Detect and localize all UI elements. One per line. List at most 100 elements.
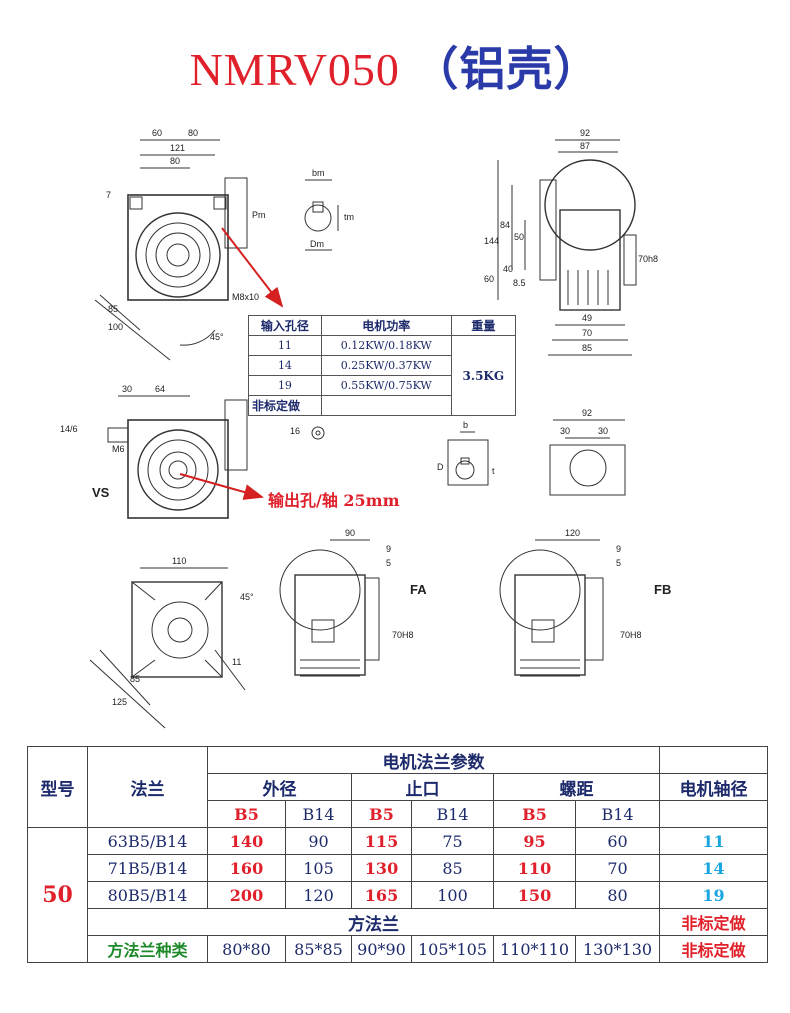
spec-row: 11 0.12KW/0.18KW 3.5KG: [248, 335, 517, 416]
square-flange-row: 方法兰 非标定做: [28, 908, 769, 936]
svg-text:60: 60: [152, 128, 162, 138]
svg-text:120: 120: [565, 528, 580, 538]
svg-text:100: 100: [108, 322, 123, 332]
spec-row: 19 0.55KW/0.75KW: [248, 375, 516, 396]
flange-header-row-2: 外径 止口 螺距 电机轴径: [28, 773, 769, 801]
shaft-cell: 11: [659, 827, 769, 855]
svg-text:110: 110: [172, 556, 186, 566]
flange-row: 80B5/B14 200 120 165 100 150 80 19: [28, 881, 769, 909]
flange-view: [89, 567, 246, 729]
svg-text:11: 11: [232, 657, 241, 667]
header-b14: B14: [285, 800, 352, 828]
svg-text:9: 9: [616, 544, 621, 554]
shaft-cell: 19: [659, 881, 769, 909]
flange-header-row-1: 型号 法兰 电机法兰参数: [27, 746, 769, 828]
svg-text:Pm: Pm: [252, 210, 266, 220]
header-model: 型号: [27, 746, 88, 828]
spec-bore: 11: [248, 335, 322, 356]
dim-labels-vs: 30 64 14/6 M6 16 VS: [60, 384, 300, 500]
svg-text:85: 85: [108, 304, 118, 314]
spigot-b5-cell: 165: [351, 881, 412, 909]
svg-text:5: 5: [616, 558, 621, 568]
svg-text:5: 5: [386, 558, 391, 568]
svg-text:M6: M6: [112, 444, 125, 454]
header-flange: 法兰: [87, 746, 208, 828]
od-b5-cell: 200: [207, 881, 286, 909]
svg-text:84: 84: [500, 220, 510, 230]
spec-weight: 3.5KG: [450, 335, 517, 416]
spec-non-standard: 非标定做: [248, 395, 322, 416]
square-types-row: 方法兰种类 80*80 85*85 90*90 105*105 110*110 …: [28, 935, 769, 963]
vs-view: [107, 395, 325, 519]
od-b14-cell: 120: [285, 881, 352, 909]
spec-bore: 14: [248, 355, 322, 376]
pitch-b5-cell: 95: [493, 827, 576, 855]
svg-text:45°: 45°: [240, 592, 254, 602]
svg-text:FA: FA: [410, 582, 427, 597]
pitch-b14-cell: 60: [574, 827, 661, 855]
svg-text:70H8: 70H8: [620, 630, 642, 640]
spec-power: 0.25KW/0.37KW: [320, 355, 452, 376]
input-shaft-detail: [304, 179, 339, 251]
flange-cell: 71B5/B14: [87, 854, 208, 882]
pitch-b5-cell: 110: [493, 854, 576, 882]
non-standard-cell: 非标定做: [659, 908, 769, 936]
spec-power: 0.12KW/0.18KW: [320, 335, 452, 356]
spec-header-row: 输入孔径 电机功率 重量: [248, 315, 517, 336]
svg-text:80: 80: [170, 156, 180, 166]
spec-power: 0.55KW/0.75KW: [320, 375, 452, 396]
spec-bore: 19: [248, 375, 322, 396]
spigot-b14-cell: 85: [411, 854, 494, 882]
square-flange-label: 方法兰: [86, 908, 661, 936]
svg-text:8.5: 8.5: [513, 278, 526, 288]
pitch-b14-cell: 70: [574, 854, 661, 882]
od-b5-cell: 160: [207, 854, 286, 882]
svg-text:30: 30: [122, 384, 132, 394]
svg-text:92: 92: [580, 128, 590, 138]
spec-empty: [320, 395, 452, 416]
svg-text:40: 40: [503, 264, 513, 274]
dim-labels-top-left: 60 80 121 80 7 Pm 85 100 45° M8x10: [106, 128, 266, 342]
svg-text:121: 121: [170, 143, 185, 153]
spigot-b14-cell: 75: [411, 827, 494, 855]
header-outer-diameter: 外径: [207, 773, 352, 801]
svg-text:Dm: Dm: [310, 239, 324, 249]
svg-text:tm: tm: [344, 212, 354, 222]
header-spigot: 止口: [351, 773, 494, 801]
square-type-cell: 85*85: [285, 935, 352, 963]
svg-text:85: 85: [130, 674, 140, 684]
svg-text:49: 49: [582, 313, 592, 323]
svg-text:60: 60: [484, 274, 494, 284]
material-title: （铝壳）: [412, 44, 601, 95]
shaft-cell: 14: [659, 854, 769, 882]
dim-labels-fa: 90 9 5 70H8 FA: [345, 528, 427, 640]
svg-text:D: D: [437, 462, 444, 472]
svg-text:30: 30: [598, 426, 608, 436]
page-title: NMRV050 （铝壳）: [0, 40, 790, 100]
non-standard-cell: 非标定做: [659, 935, 769, 963]
front-view-top-left: [94, 139, 248, 361]
square-type-cell: 80*80: [207, 935, 286, 963]
svg-text:bm: bm: [312, 168, 325, 178]
header-b5: B5: [351, 800, 412, 828]
dim-labels-shaft: bm tm Dm: [310, 168, 354, 249]
spec-header-bore: 输入孔径: [248, 315, 322, 336]
model-cell: 50: [27, 827, 88, 963]
pitch-b14-cell: 80: [574, 881, 661, 909]
flange-table: 型号 法兰 电机法兰参数 外径 止口 螺距 电机轴径 B5 B14 B5 B14…: [27, 746, 769, 963]
flange-header-row-3: B5 B14 B5 B14 B5 B14: [28, 800, 769, 828]
header-b14: B14: [574, 800, 661, 828]
square-type-cell: 105*105: [411, 935, 494, 963]
spec-header-power: 电机功率: [320, 315, 452, 336]
svg-text:80: 80: [188, 128, 198, 138]
spec-header-weight: 重量: [450, 315, 517, 336]
od-b14-cell: 105: [285, 854, 352, 882]
svg-text:70: 70: [582, 328, 592, 338]
svg-text:90: 90: [345, 528, 355, 538]
dim-labels-fb: 120 9 5 70H8 FB: [565, 528, 671, 640]
header-blank: [659, 800, 769, 828]
header-pitch: 螺距: [492, 773, 661, 801]
spigot-b5-cell: 130: [351, 854, 412, 882]
spigot-b14-cell: 100: [411, 881, 494, 909]
svg-text:125: 125: [112, 697, 127, 707]
